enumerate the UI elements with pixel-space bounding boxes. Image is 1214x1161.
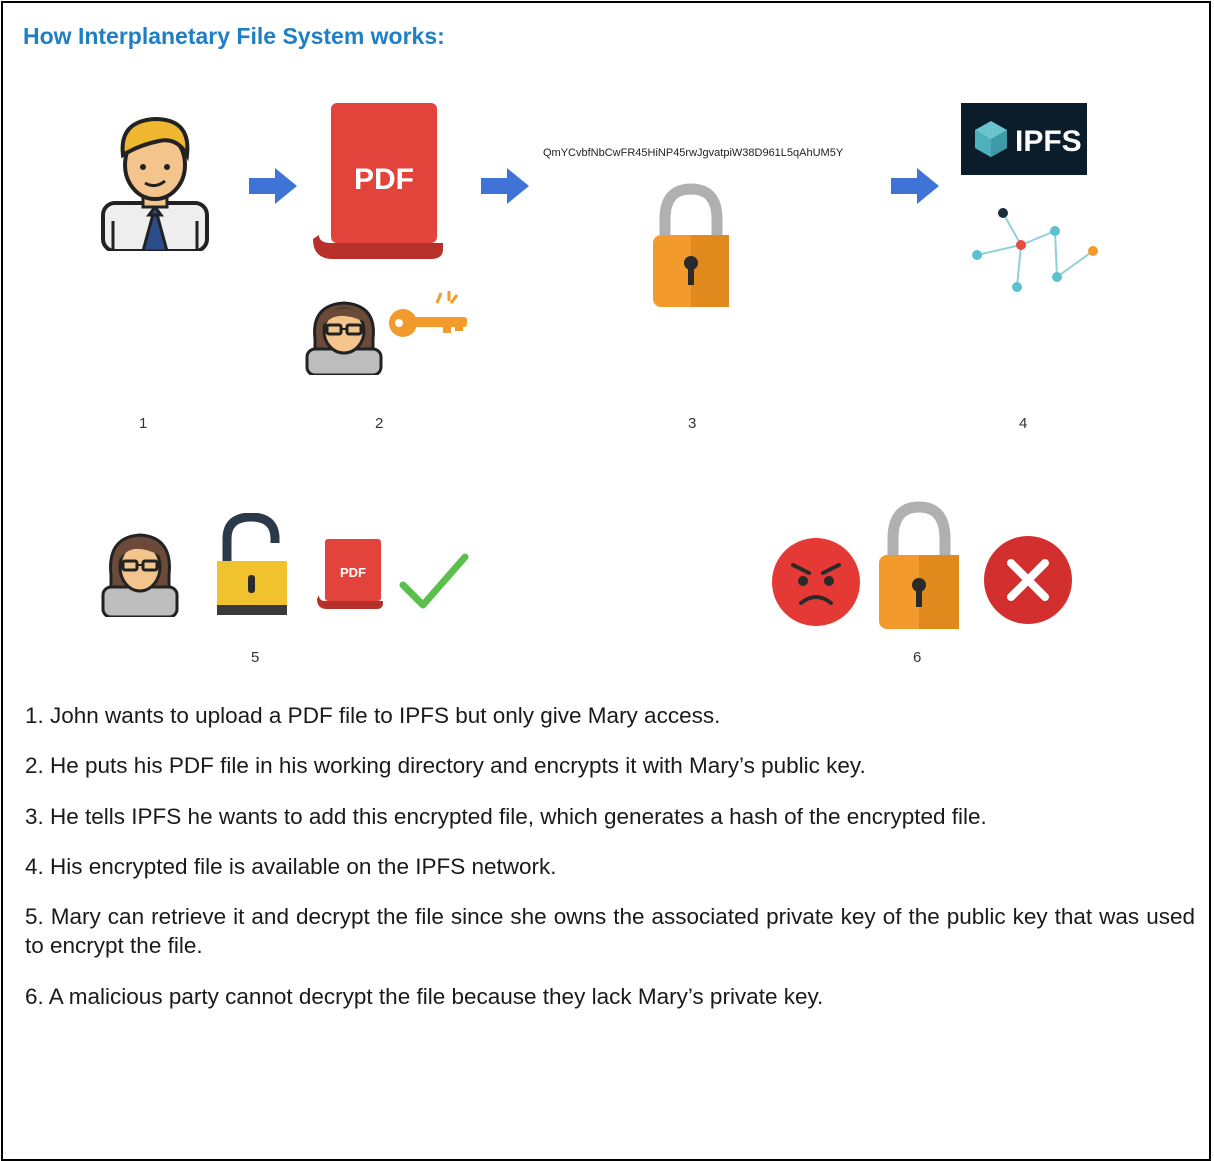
pdf-file-icon: PDF xyxy=(317,539,383,609)
arrow-right-icon xyxy=(249,168,297,204)
step-number: 1 xyxy=(139,415,148,432)
step-number: 3 xyxy=(688,415,697,432)
step-description: 4. His encrypted file is available on th… xyxy=(25,853,557,879)
pdf-label: PDF xyxy=(354,163,414,196)
lock-closed-icon xyxy=(653,183,729,307)
step-number: 6 xyxy=(913,649,922,666)
file-hash-text: QmYCvbfNbCwFR45HiNP45rwJgvatpiW38D961L5q… xyxy=(543,147,844,159)
angry-face-icon xyxy=(772,538,860,626)
step-descriptions: 1. John wants to upload a PDF file to IP… xyxy=(25,701,1195,1032)
step-description: 6. A malicious party cannot decrypt the … xyxy=(25,983,824,1009)
lock-closed-icon xyxy=(879,501,959,629)
error-x-icon xyxy=(984,536,1072,624)
arrow-right-icon xyxy=(891,168,939,204)
page-title: How Interplanetary File System works: xyxy=(23,23,445,49)
network-nodes-icon xyxy=(972,208,1098,292)
step-description: 2. He puts his PDF file in his working d… xyxy=(25,753,866,779)
mary-person-icon xyxy=(101,533,179,617)
john-person-icon xyxy=(101,116,209,251)
ipfs-logo-icon: IPFS xyxy=(961,103,1087,175)
checkmark-icon xyxy=(399,553,469,609)
step-number: 5 xyxy=(251,649,260,666)
lock-open-icon xyxy=(217,513,287,615)
mary-person-icon xyxy=(305,301,383,375)
pdf-label: PDF xyxy=(340,565,366,580)
step-number: 2 xyxy=(375,415,384,432)
step-number: 4 xyxy=(1019,415,1028,432)
step-description: 1. John wants to upload a PDF file to IP… xyxy=(25,703,721,728)
key-icon xyxy=(389,291,467,337)
arrow-right-icon xyxy=(481,168,529,204)
step-description: 5. Mary can retrieve it and decrypt the … xyxy=(25,904,1195,959)
pdf-file-icon: PDF xyxy=(313,103,443,259)
ipfs-logo-text: IPFS xyxy=(1015,125,1082,158)
step-description: 3. He tells IPFS he wants to add this en… xyxy=(25,803,987,829)
